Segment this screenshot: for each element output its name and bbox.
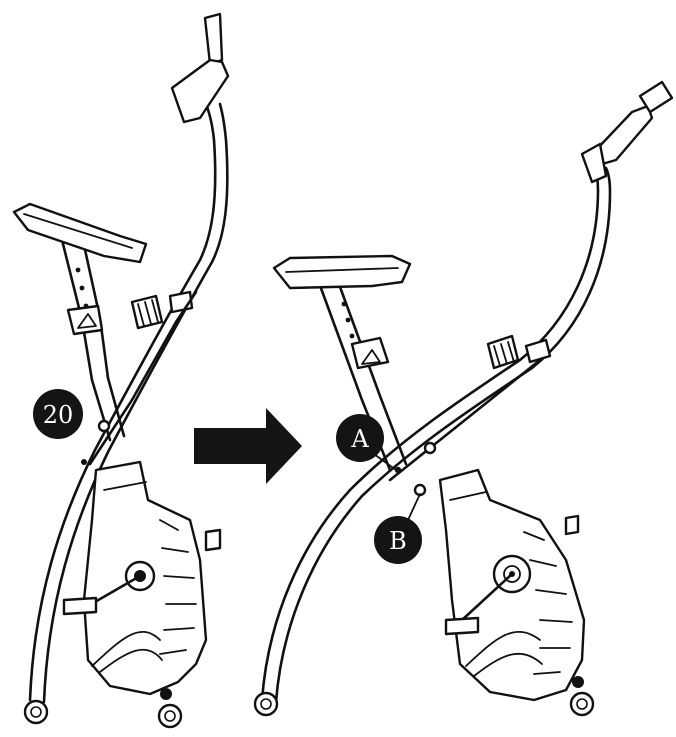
callout-step-label: 20 [43, 401, 74, 429]
callout-b: B [374, 493, 422, 564]
bike-right-rear-wheel [253, 691, 279, 717]
bike-right-pedal [444, 616, 480, 636]
bike-left-seat-post [60, 238, 112, 442]
callout-a-label: A [350, 425, 369, 453]
bike-left-rear-leg-inner [42, 102, 229, 704]
bike-left-rear-leg [28, 98, 217, 702]
callout-b-label: B [389, 527, 407, 555]
bike-left-rear-wheel [23, 699, 49, 725]
arrow-right-icon [194, 408, 302, 484]
bike-left-handle-grip [170, 58, 230, 124]
bike-left [12, 12, 230, 729]
bike-right [253, 80, 674, 717]
bike-left-handlebar [203, 12, 224, 66]
callout-a: A [336, 414, 397, 471]
bike-right-seat [272, 254, 412, 290]
callout-step-20: 20 [33, 389, 83, 439]
bike-right-front-wheel [569, 691, 595, 717]
bike-right-rear-leg [260, 162, 600, 702]
bike-left-seat [12, 202, 148, 264]
bike-right-handlebar [594, 104, 654, 166]
bike-left-front-wheel [157, 703, 183, 729]
bike-left-pedal [62, 596, 98, 616]
bike-right-rear-leg-inner [274, 166, 612, 704]
